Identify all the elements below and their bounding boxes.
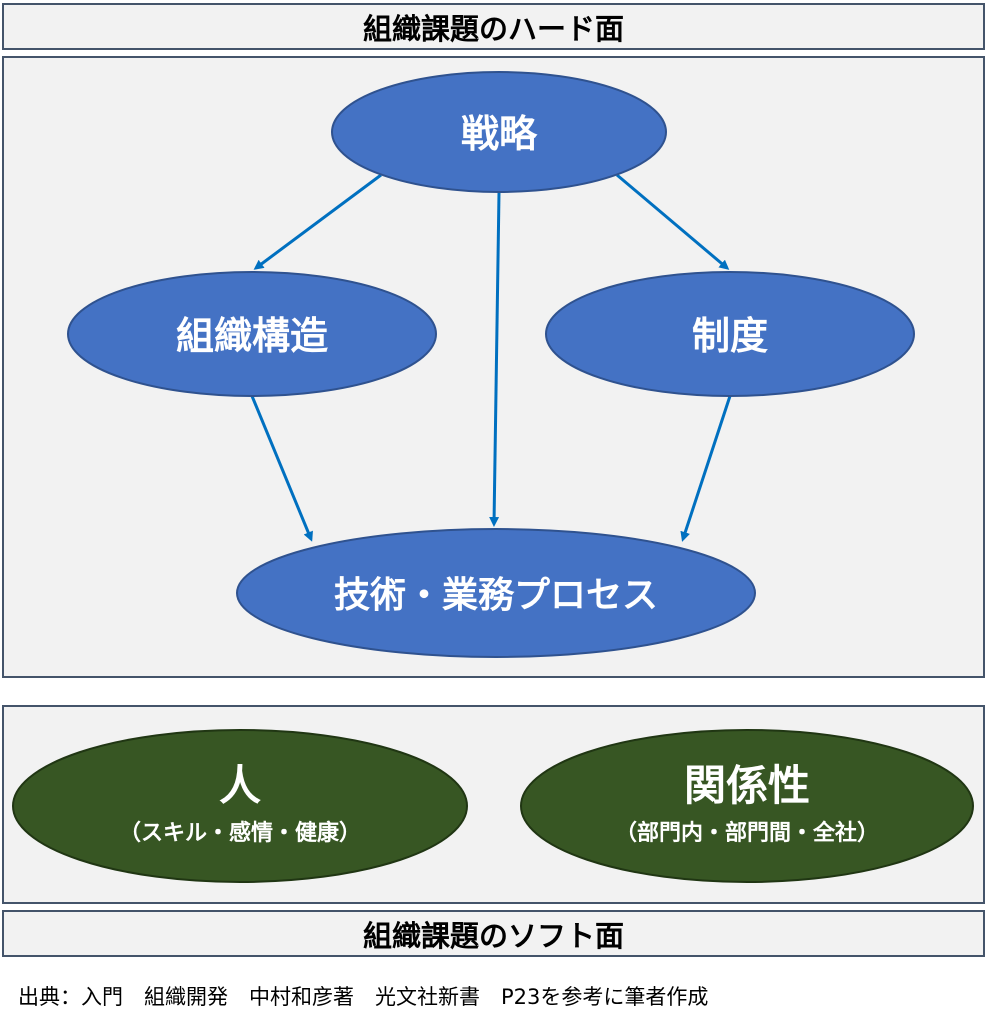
strategy-label: 戦略 — [461, 112, 538, 156]
arrow-strategy-to-system — [616, 173, 730, 270]
structure-node — [67, 271, 437, 397]
relation-node — [520, 729, 974, 883]
relation-subtitle: （部門内・部門間・全社） — [615, 820, 879, 846]
arrow-system-to-process — [680, 395, 732, 542]
system-node — [545, 271, 915, 397]
hard-side-title: 組織課題のハード面 — [2, 3, 985, 50]
system-label: 制度 — [692, 314, 768, 358]
process-label: 技術・業務プロセス — [334, 575, 658, 616]
arrow-strategy-to-structure — [253, 173, 382, 270]
arrow-structure-to-process — [250, 395, 313, 542]
structure-label: 組織構造 — [176, 314, 328, 358]
people-subtitle: （スキル・感情・健康） — [119, 820, 361, 846]
strategy-node — [331, 71, 667, 193]
relation-title: 関係性 — [684, 761, 810, 810]
people-title: 人 — [219, 761, 261, 810]
process-node — [236, 528, 756, 658]
arrow-strategy-to-process — [489, 192, 501, 527]
people-node — [12, 729, 468, 883]
source-citation: 出典：入門 組織開発 中村和彦著 光文社新書 P23を参考に筆者作成 — [18, 985, 709, 1009]
soft-side-title: 組織課題のソフト面 — [2, 910, 985, 957]
